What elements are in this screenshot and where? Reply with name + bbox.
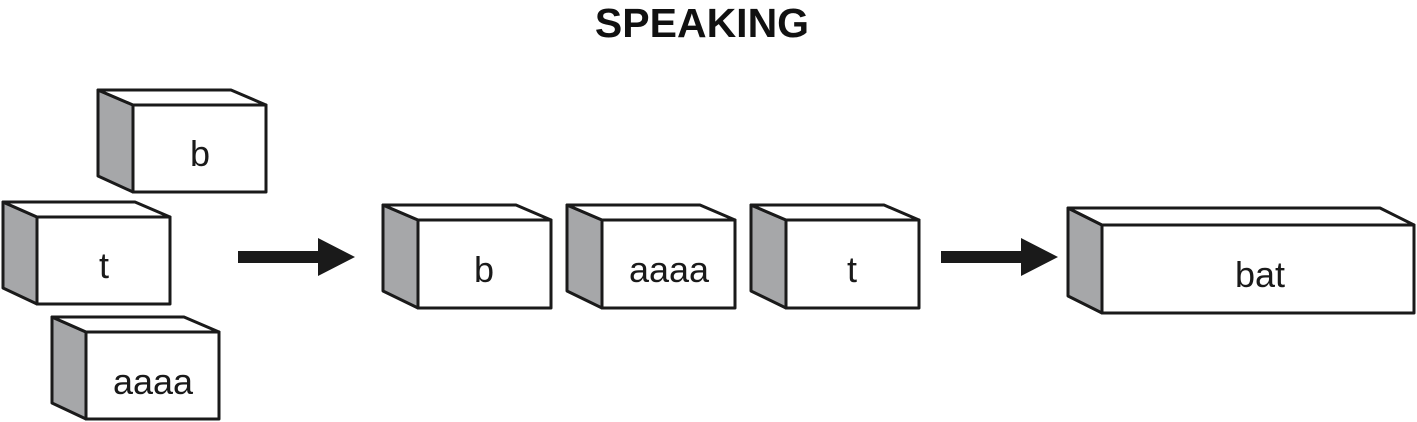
block-front-face xyxy=(35,215,172,306)
block-front-face xyxy=(84,330,221,421)
scattered-block-aaaa: aaaa xyxy=(50,315,221,421)
block-label: aaaa xyxy=(113,361,194,402)
scattered-block-b: b xyxy=(96,88,268,194)
block-side-face xyxy=(96,88,135,194)
result-block-bat: bat xyxy=(1066,206,1416,315)
block-label: b xyxy=(190,133,210,174)
arrow-sequence-to-word xyxy=(941,238,1058,276)
block-top-face xyxy=(1066,206,1416,227)
sequenced-block-b: b xyxy=(381,203,553,310)
block-label: t xyxy=(99,245,109,286)
scattered-block-t: t xyxy=(1,200,172,306)
block-side-face xyxy=(565,203,604,310)
block-front-face xyxy=(784,218,921,310)
block-front-face xyxy=(131,103,268,194)
arrow-shape xyxy=(941,238,1058,276)
arrow-shape xyxy=(238,238,355,276)
block-side-face xyxy=(381,203,420,310)
block-side-face xyxy=(1,200,39,306)
block-label: t xyxy=(847,249,857,290)
sequenced-block-t: t xyxy=(749,203,921,310)
block-front-face xyxy=(1100,223,1416,315)
block-front-face xyxy=(416,218,553,310)
block-side-face xyxy=(749,203,788,310)
block-label: b xyxy=(474,249,494,290)
block-front-face xyxy=(600,218,737,310)
block-side-face xyxy=(50,315,88,421)
block-label: aaaa xyxy=(629,249,710,290)
diagram-title: SPEAKING xyxy=(594,0,810,46)
arrow-scattered-to-sequence xyxy=(238,238,355,276)
sequenced-block-aaaa: aaaa xyxy=(565,203,737,310)
block-label: bat xyxy=(1235,254,1285,295)
